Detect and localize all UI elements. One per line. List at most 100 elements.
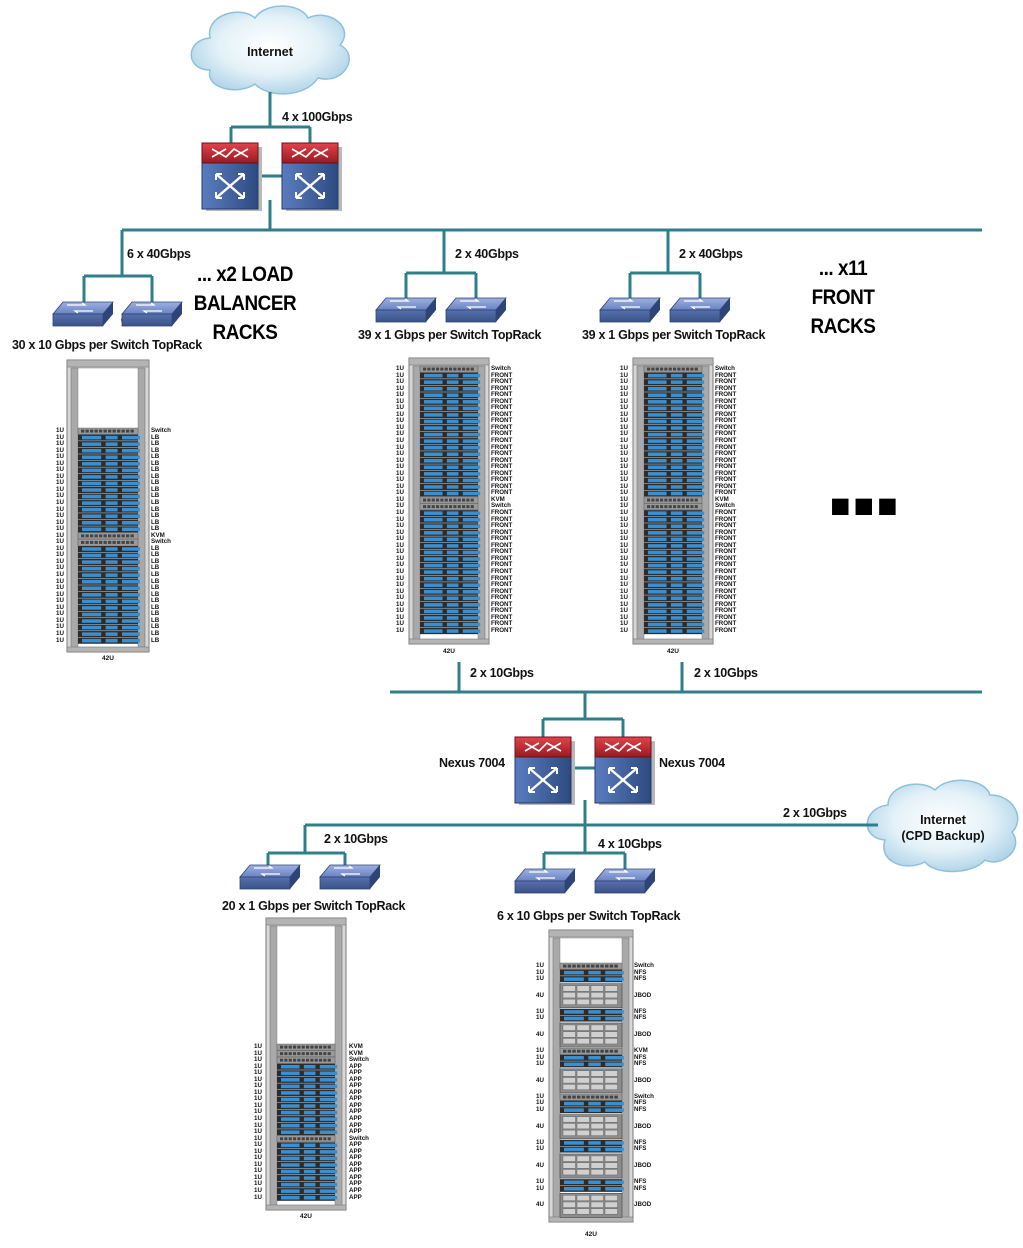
front2-slot-front [644, 516, 705, 523]
unit-size-label: 1U [620, 495, 628, 503]
unit-size-label: 1U [620, 410, 628, 418]
unit-size-label: 1U [56, 446, 64, 454]
slot-role-label: LB [151, 557, 160, 565]
front-group-line1: ... x11 [818, 257, 868, 280]
nfs-slot-jbod [559, 1114, 623, 1140]
unit-size-label: 1U [56, 518, 64, 526]
app-slot-app [277, 1194, 338, 1201]
slot-role-label: APP [349, 1075, 362, 1083]
unit-size-label: 1U [620, 378, 628, 386]
slot-role-label: FRONT [715, 437, 737, 445]
slot-role-label: FRONT [715, 463, 737, 471]
unit-size-label: 1U [396, 574, 404, 582]
nfs-uplink-label: 4 x 10Gbps [598, 837, 662, 851]
slot-role-label: LB [151, 584, 160, 592]
slot-role-label: FRONT [491, 620, 513, 628]
slot-role-label: NFS [634, 1053, 647, 1061]
slot-role-label: LB [151, 603, 160, 611]
slot-role-label: FRONT [715, 469, 737, 477]
front2-slot-front [644, 529, 705, 536]
unit-size-label: 1U [620, 397, 628, 405]
slot-role-label: FRONT [491, 482, 513, 490]
unit-size-label: 1U [254, 1193, 262, 1201]
slot-role-label: KVM [634, 1047, 648, 1055]
slot-role-label: Switch [151, 538, 171, 546]
core-uplink-label: 4 x 100Gbps [282, 110, 353, 124]
slot-role-label: APP [349, 1154, 362, 1162]
front1-slot-front [420, 628, 481, 635]
slot-role-label: FRONT [715, 450, 737, 458]
slot-role-label: APP [349, 1095, 362, 1103]
slot-role-label: FRONT [715, 607, 737, 615]
unit-size-label: 1U [56, 499, 64, 507]
unit-size-label: 1U [56, 433, 64, 441]
slot-role-label: FRONT [491, 567, 513, 575]
slot-role-label: KVM [151, 531, 165, 539]
unit-size-label: 1U [620, 430, 628, 438]
slot-role-label: FRONT [715, 535, 737, 543]
slot-role-label: NFS [634, 1099, 647, 1107]
app-slot-app [277, 1168, 338, 1175]
unit-size-label: 1U [620, 548, 628, 556]
unit-size-label: 1U [254, 1187, 262, 1195]
slot-role-label: FRONT [715, 626, 737, 634]
unit-size-label: 4U [536, 1161, 544, 1169]
nfs-slot-jbod [559, 1192, 623, 1218]
slot-role-label: FRONT [491, 509, 513, 517]
slot-role-label: LB [151, 564, 160, 572]
unit-size-label: 1U [56, 616, 64, 624]
front2-slot-kvm [643, 496, 703, 504]
unit-size-label: 1U [620, 574, 628, 582]
slot-role-label: FRONT [491, 430, 513, 438]
lb-group-line2: BALANCER [193, 292, 297, 315]
unit-size-label: 1U [620, 437, 628, 445]
slot-role-label: LB [151, 446, 160, 454]
internet-cloud [190, 5, 350, 95]
unit-size-label: 1U [620, 626, 628, 634]
unit-size-label: 1U [56, 427, 64, 434]
slot-role-label: FRONT [715, 509, 737, 517]
lb-slot-lb [78, 513, 140, 520]
slot-role-label: Switch [715, 365, 735, 372]
app-slot-app [277, 1102, 338, 1110]
front2-slot-front [644, 536, 705, 543]
nfs-slot-nfs [560, 1015, 624, 1022]
slot-role-label: FRONT [715, 397, 737, 405]
unit-size-label: 1U [56, 590, 64, 598]
slot-role-label: APP [349, 1108, 362, 1116]
nexus-router-left [514, 736, 575, 805]
unit-size-label: 1U [254, 1160, 262, 1168]
slot-role-label: KVM [491, 495, 505, 503]
front2-slot-front [644, 470, 705, 477]
unit-size-label: 1U [620, 541, 628, 549]
lb-slot-lb [78, 572, 140, 579]
slot-role-label: FRONT [491, 404, 513, 412]
front1-slot-front [420, 608, 481, 615]
slot-role-label: FRONT [491, 384, 513, 392]
lb-group-line3: RACKS [212, 321, 278, 344]
front2-slot-front [644, 549, 705, 556]
unit-size-label: 1U [254, 1154, 262, 1162]
lb-rack-footer: 42U [102, 655, 114, 662]
slot-role-label: FRONT [715, 371, 737, 379]
front2-slot-front [644, 392, 705, 399]
front1-slot-front [420, 575, 481, 582]
unit-size-label: 1U [56, 551, 64, 559]
lb-slot-lb [78, 604, 140, 611]
front1-slot-front [420, 595, 481, 602]
lb-rack [66, 359, 150, 653]
unit-size-label: 1U [620, 450, 628, 458]
slot-role-label: NFS [634, 1178, 647, 1186]
slot-role-label: FRONT [491, 456, 513, 464]
front-group-title: ... x11 FRONT RACKS [794, 254, 893, 341]
slot-role-label: FRONT [491, 522, 513, 530]
unit-size-label: 1U [396, 371, 404, 379]
unit-size-label: 1U [396, 613, 404, 621]
lb-uplink-label: 6 x 40Gbps [127, 247, 191, 261]
unit-size-label: 1U [396, 535, 404, 543]
slot-role-label: APP [349, 1121, 362, 1129]
nfs-switch-right [594, 868, 656, 894]
